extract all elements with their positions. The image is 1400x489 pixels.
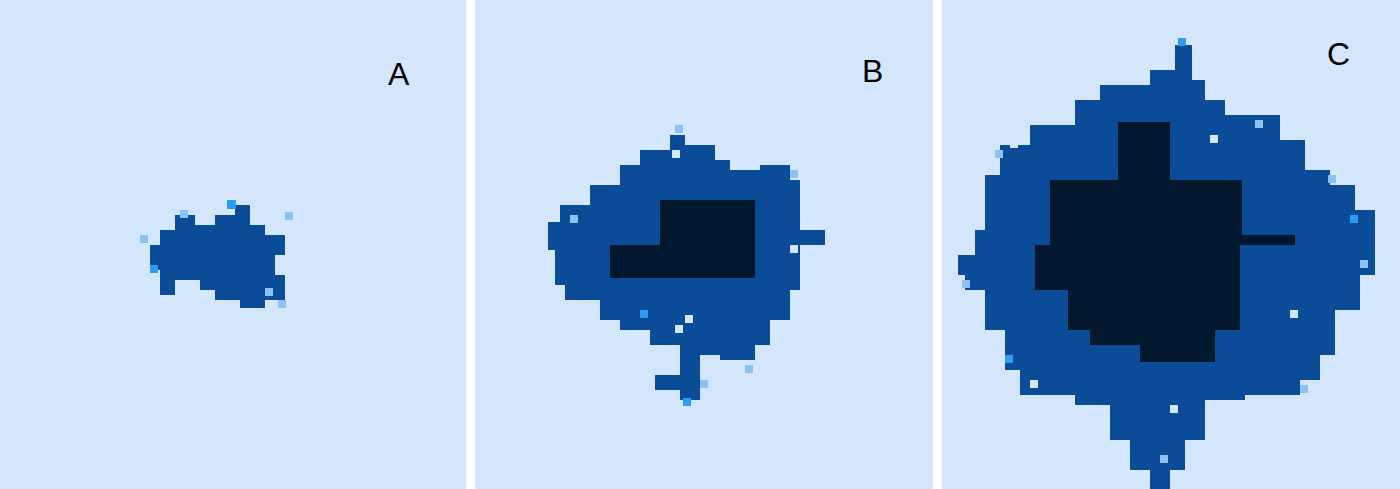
edge-speckles (140, 200, 293, 308)
panel-letter: A (388, 58, 409, 90)
cluster-blob (958, 45, 1375, 489)
panel-ground (942, 0, 1400, 489)
panel-ground (0, 0, 466, 489)
cluster-blob (150, 205, 285, 308)
panel-letter: C (1327, 38, 1350, 70)
edge-speckles (962, 38, 1368, 463)
cluster-core (610, 200, 755, 278)
cluster-core (1035, 122, 1295, 362)
edge-speckles (570, 125, 798, 406)
panel-letter: B (862, 55, 883, 87)
cluster-blob (548, 135, 825, 400)
panel-ground (475, 0, 933, 489)
